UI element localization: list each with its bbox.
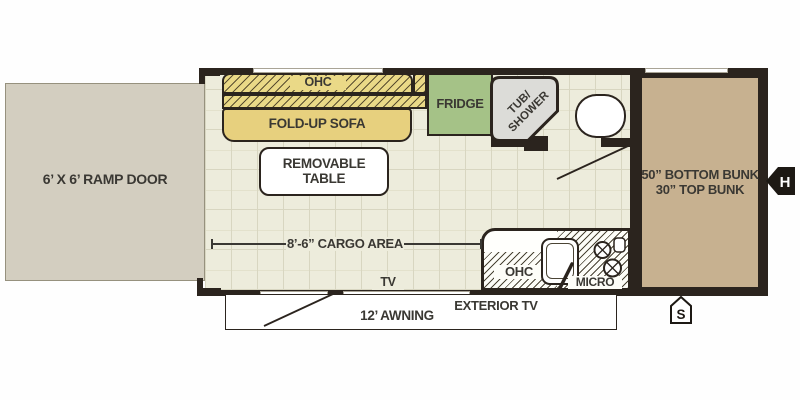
cargo-dim-tick-right <box>480 239 482 249</box>
ramp-door <box>5 83 205 281</box>
kitchen-ohc-label: OHC <box>494 264 544 280</box>
overhead-cabinet-lower <box>222 94 427 109</box>
wall-corner-top-left-stub <box>199 68 205 84</box>
marker-h-badge <box>766 167 795 195</box>
interior-wall-bunk <box>630 75 639 290</box>
cargo-dim-line-right <box>404 243 482 245</box>
fold-up-sofa <box>222 108 412 142</box>
bunk-label-line1: 50” BOTTOM BUNK <box>641 167 759 183</box>
exterior-tv-label: EXTERIOR TV <box>452 298 540 314</box>
bunk-area: 50” BOTTOM BUNK 30” TOP BUNK <box>639 75 761 290</box>
overhead-cabinet-label: OHC <box>290 75 346 90</box>
cargo-dim-tick-left <box>211 239 213 249</box>
ramp-door-label: 6’ X 6’ RAMP DOOR <box>42 171 168 187</box>
cargo-dim-line-left <box>212 243 286 245</box>
microwave-label: MICRO <box>568 275 622 290</box>
marker-s-label: S <box>676 307 685 322</box>
removable-table: REMOVABLE TABLE <box>259 147 389 196</box>
awning-label: 12’ AWNING <box>335 308 459 324</box>
cargo-area-label: 8’-6” CARGO AREA <box>286 236 404 252</box>
wall-post-entry <box>328 290 343 296</box>
wall-corner-top-left <box>199 68 220 76</box>
table-label-line1: REMOVABLE <box>282 155 366 171</box>
fridge-label: FRIDGE <box>436 96 484 112</box>
window-top-bunk <box>645 68 728 73</box>
toilet <box>575 94 626 138</box>
wall-corner-bottom-left-stub <box>197 278 203 296</box>
sink-basin <box>546 243 574 279</box>
sofa-label: FOLD-UP SOFA <box>268 116 366 131</box>
marker-h-label: H <box>780 174 791 191</box>
bath-wall-toilet <box>601 138 632 147</box>
window-top-main <box>253 68 383 73</box>
cabinet-strip <box>413 73 427 94</box>
table-label-line2: TABLE <box>302 170 346 186</box>
tv-label: TV <box>372 275 404 290</box>
fridge: FRIDGE <box>427 73 493 136</box>
wall-corner-bottom-left <box>197 288 221 296</box>
bath-wall-tub-step <box>524 143 548 151</box>
marker-s-badge <box>670 295 692 324</box>
bunk-label-line2: 30” TOP BUNK <box>655 181 745 197</box>
